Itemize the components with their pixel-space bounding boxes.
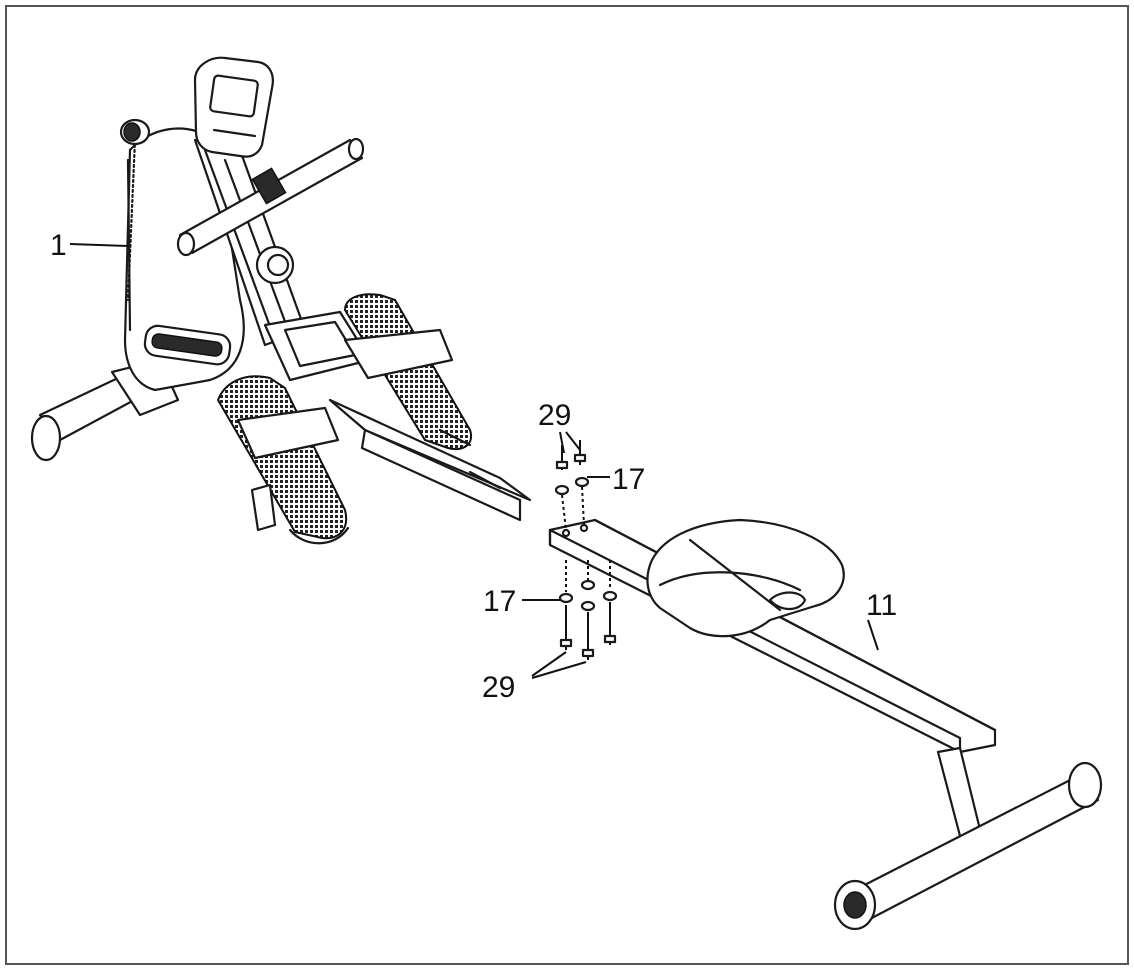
callout-rail: 11 [866, 589, 897, 622]
callout-washer-top: 17 [612, 463, 645, 496]
callout-bolt-bottom: 29 [482, 671, 515, 704]
rail-drawing [548, 518, 1103, 931]
main-frame-drawing [30, 56, 532, 545]
callout-bolt-top: 29 [538, 399, 571, 432]
leader-lines [69, 243, 879, 679]
hardware-bottom [558, 560, 618, 660]
callout-frame: 1 [50, 229, 67, 262]
diagram-border [5, 5, 1129, 965]
callout-washer-bottom: 17 [483, 585, 516, 618]
hardware-top [554, 440, 590, 531]
